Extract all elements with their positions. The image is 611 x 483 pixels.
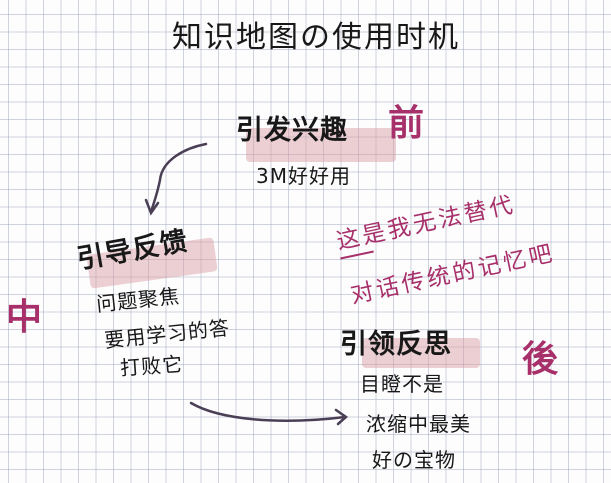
stage-during-line: 打败它 xyxy=(119,351,184,381)
highlight-after xyxy=(362,338,480,368)
arrow-during-to-after xyxy=(189,401,349,426)
stage-after-heading: 引领反思 xyxy=(340,329,452,360)
stage-after-label: 後 xyxy=(522,339,559,380)
stage-before-line: 3M好好用 xyxy=(256,164,351,188)
highlight-before xyxy=(246,128,396,162)
arrow-before-to-during xyxy=(144,142,208,216)
stage-after-line: 好の宝物 xyxy=(372,448,456,472)
stage-during-label: 中 xyxy=(6,297,43,338)
stage-before-label: 前 xyxy=(388,103,425,144)
page-title: 知识地图の使用时机 xyxy=(172,20,460,55)
stage-after-line: 目瞪不是 xyxy=(360,372,444,396)
stage-before-heading: 引发兴趣 xyxy=(236,115,348,146)
stage-during-line: 要用学习的答 xyxy=(103,315,232,353)
stage-after-line: 浓缩中最美 xyxy=(366,412,471,436)
